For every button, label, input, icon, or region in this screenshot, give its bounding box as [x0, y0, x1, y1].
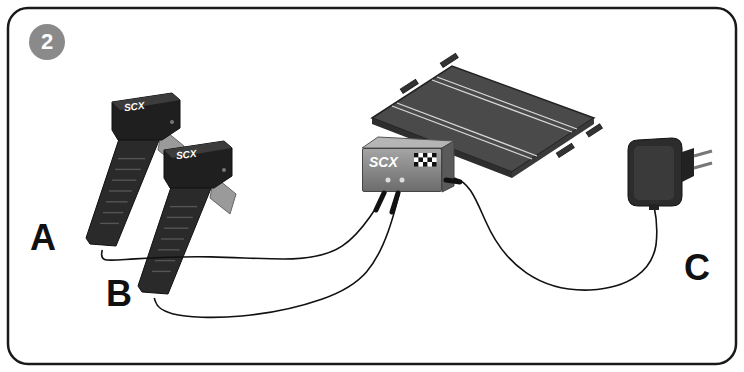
plugs: [376, 178, 460, 213]
node-text: 2: [29, 24, 65, 60]
node-text: SCX: [175, 148, 197, 161]
node-text: SCX: [369, 154, 398, 170]
checker-flag: [414, 153, 437, 167]
controller-wire: [154, 192, 399, 317]
adapter-wire: [454, 178, 657, 290]
frame: [8, 8, 736, 364]
controller: SCX: [114, 136, 236, 298]
power-adapter: [628, 138, 712, 210]
step-number: 2: [29, 24, 65, 60]
part-letter: C: [684, 250, 710, 286]
node-text: SCX: [123, 100, 145, 113]
base-box: [362, 137, 454, 192]
controller-wire: [102, 192, 386, 260]
part-letter: A: [30, 220, 56, 256]
part-letter: B: [106, 276, 132, 312]
controller-b: [138, 141, 236, 294]
controller: SCX: [62, 88, 184, 250]
track-base-box: SCX: [362, 148, 442, 192]
